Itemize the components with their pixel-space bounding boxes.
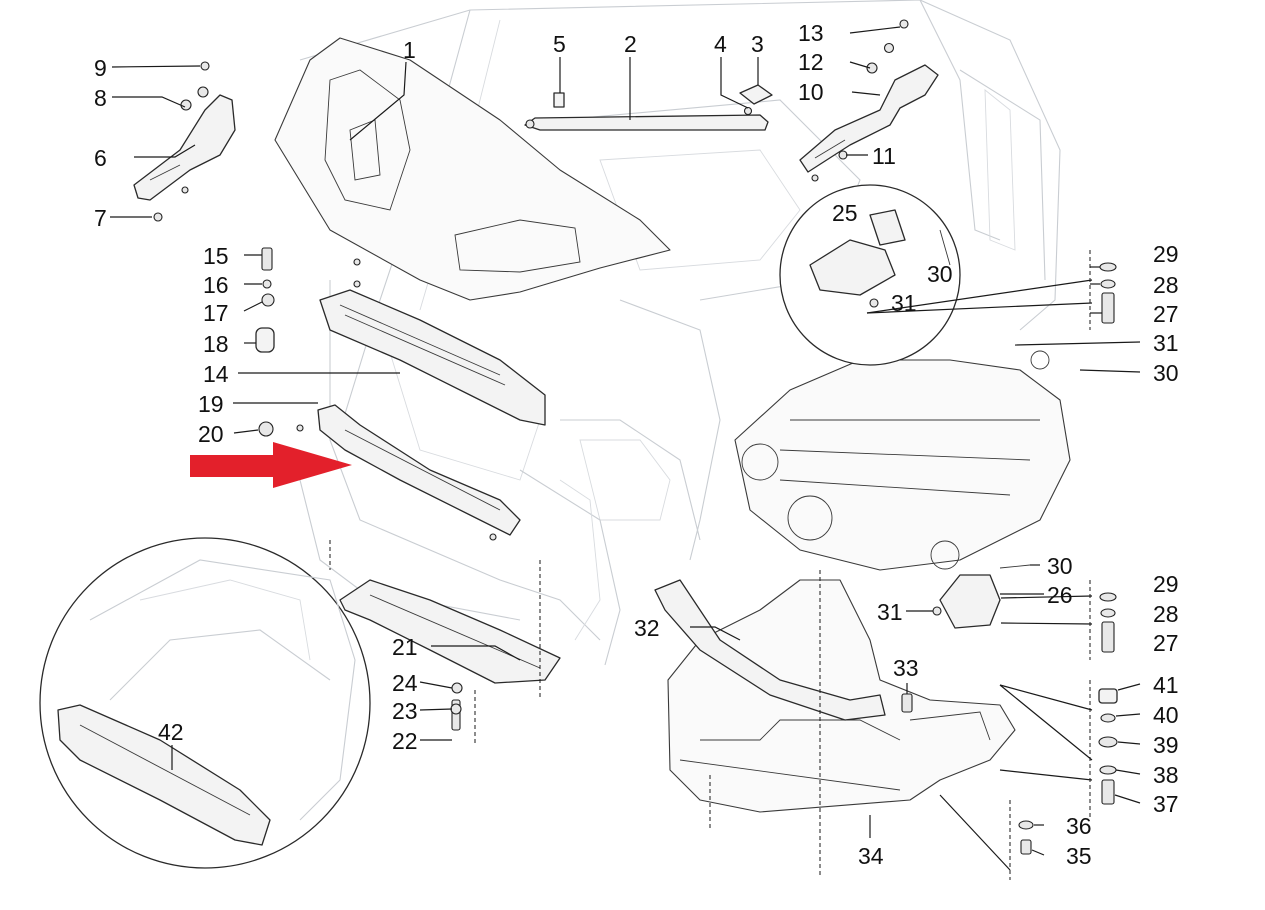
lower-crossmember-part-19 [258,404,521,541]
callout-1: 1 [403,37,416,63]
callout-30-engine: 30 [1153,360,1179,386]
callout-37: 37 [1153,791,1179,817]
undertray-part-34 [667,579,1016,813]
undertray-fixings [901,688,1118,855]
callout-11: 11 [872,143,896,169]
upper-crossmember-part-14 [319,289,546,426]
callout-3: 3 [751,31,764,57]
callout-2: 2 [624,31,637,57]
callout-20: 20 [198,421,224,447]
leader-lines [110,26,1141,880]
callout-39: 39 [1153,732,1179,758]
callout-14: 14 [203,361,229,387]
callout-30-detail: 30 [927,261,953,287]
callout-27-upper: 27 [1153,301,1179,327]
fixings-15-18 [255,247,361,353]
right-hinge-part-10 [799,19,939,182]
callout-13: 13 [798,20,824,46]
callout-31-detail: 31 [891,290,917,316]
callout-31-mount: 31 [877,599,903,625]
callout-29-upper: 29 [1153,241,1179,267]
callout-34: 34 [858,843,884,869]
callout-26: 26 [1047,582,1073,608]
callout-5: 5 [553,31,566,57]
callout-36: 36 [1066,813,1092,839]
callout-30-mount: 30 [1047,553,1073,579]
engine-mount-detail [779,184,961,366]
callout-28-upper: 28 [1153,272,1179,298]
callout-15: 15 [203,243,229,269]
left-hinge-part-6 [133,61,236,222]
callout-9: 9 [94,55,107,81]
clip-part-5 [553,92,565,108]
callout-24: 24 [392,670,418,696]
pad-part-3 [739,84,773,105]
bonnet-prop-rod-part-2 [524,114,769,131]
callout-23: 23 [392,698,418,724]
bolts-22-24 [450,682,463,731]
bonnet-part-1 [274,37,671,301]
callout-32: 32 [634,615,660,641]
callout-40: 40 [1153,702,1179,728]
callout-35: 35 [1066,843,1092,869]
callout-17: 17 [203,300,229,326]
callout-28-lower: 28 [1153,601,1179,627]
callout-19: 19 [198,391,224,417]
callout-42: 42 [158,719,184,745]
callout-25: 25 [832,200,858,226]
callout-10: 10 [798,79,824,105]
engine-mount-part-26 [932,564,1031,629]
callout-labels: 1 2 3 4 5 6 7 8 9 10 11 12 13 14 15 16 1… [94,20,1179,869]
callout-22: 22 [392,728,418,754]
callout-7: 7 [94,205,107,231]
engine-assembly [734,350,1071,571]
callout-8: 8 [94,85,107,111]
callout-29-lower: 29 [1153,571,1179,597]
callout-12: 12 [798,49,824,75]
callout-27-lower: 27 [1153,630,1179,656]
callout-16: 16 [203,272,229,298]
callout-21: 21 [392,634,418,660]
undertray-bracket-part-32 [654,579,886,721]
callout-4: 4 [714,31,727,57]
crossmember-detail-circle [39,537,371,869]
callout-31-engine: 31 [1153,330,1179,356]
highlight-arrow [190,442,352,488]
callout-18: 18 [203,331,229,357]
holder-part-4 [743,106,753,116]
callout-6: 6 [94,145,107,171]
callout-38: 38 [1153,762,1179,788]
callout-41: 41 [1153,672,1179,698]
mount-fixings-27-29 [1099,262,1117,653]
callout-33: 33 [893,655,919,681]
